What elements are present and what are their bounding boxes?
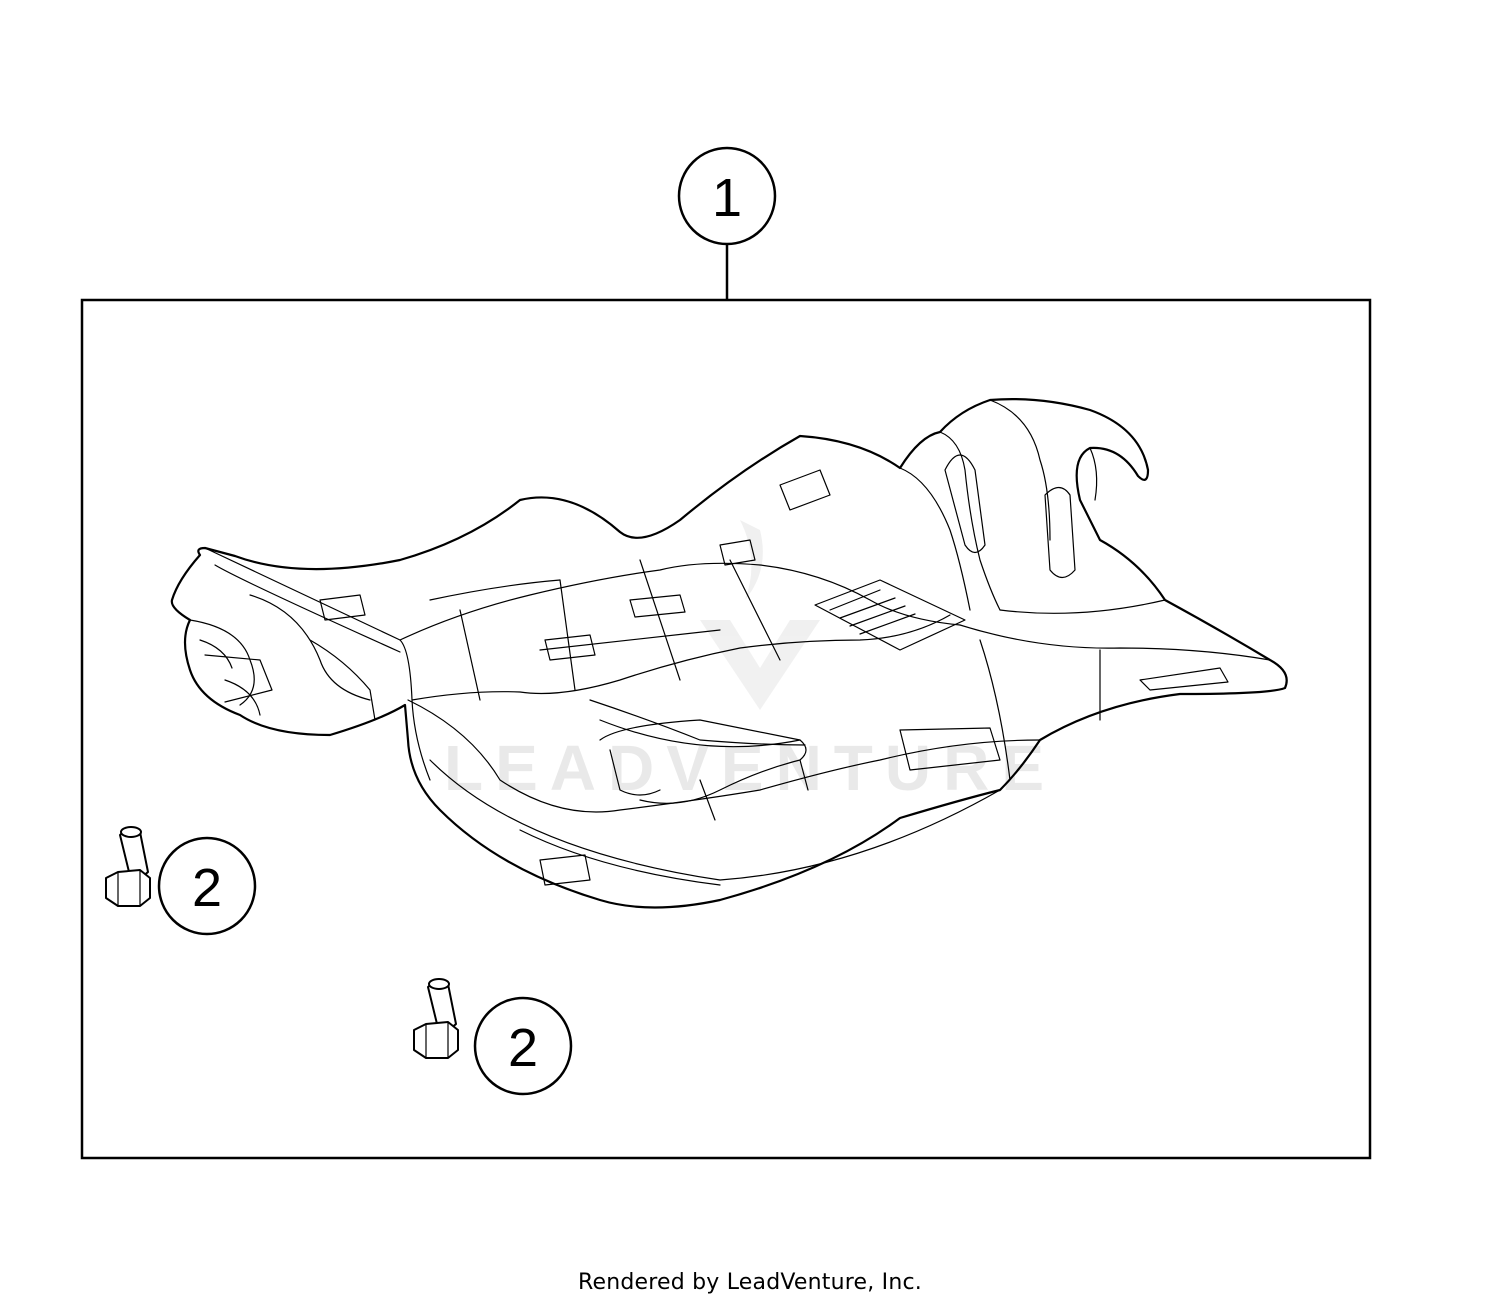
watermark-logo (700, 520, 820, 710)
callout-2b[interactable]: 2 (473, 996, 573, 1096)
skid-plate-drawing (170, 398, 1288, 909)
callout-1-label: 1 (712, 168, 742, 228)
bolt-icon (105, 826, 151, 907)
callout-1[interactable]: 1 (677, 146, 777, 246)
callout-2a-label: 2 (192, 858, 222, 918)
callout-2a[interactable]: 2 (157, 836, 257, 936)
footer-credit: Rendered by LeadVenture, Inc. (578, 1270, 922, 1295)
callout-2b-label: 2 (508, 1018, 538, 1078)
watermark-text: LEADVENTURE (444, 732, 1056, 804)
bolt-icon (413, 978, 459, 1059)
